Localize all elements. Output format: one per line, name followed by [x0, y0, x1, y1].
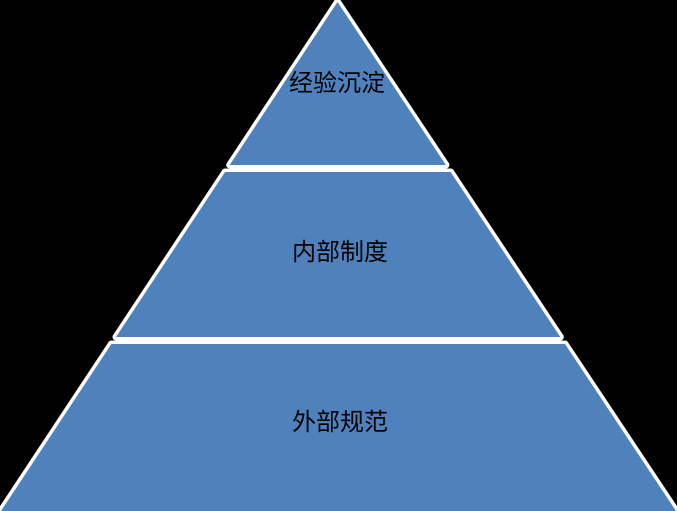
- pyramid-tier-middle: 内部制度: [112, 168, 564, 341]
- pyramid-tier-bottom-label: 外部规范: [292, 409, 388, 436]
- pyramid-tier-middle-label: 内部制度: [292, 239, 388, 266]
- pyramid-tier-bottom: 外部规范: [0, 340, 677, 511]
- pyramid-tier-top-label: 经验沉淀: [289, 70, 385, 97]
- pyramid-tier-middle-shape: [116, 172, 561, 337]
- pyramid-tier-bottom-shape: [1, 344, 676, 511]
- pyramid-tier-top: 经验沉淀: [226, 0, 450, 169]
- pyramid-tier-top-shape: [229, 2, 446, 165]
